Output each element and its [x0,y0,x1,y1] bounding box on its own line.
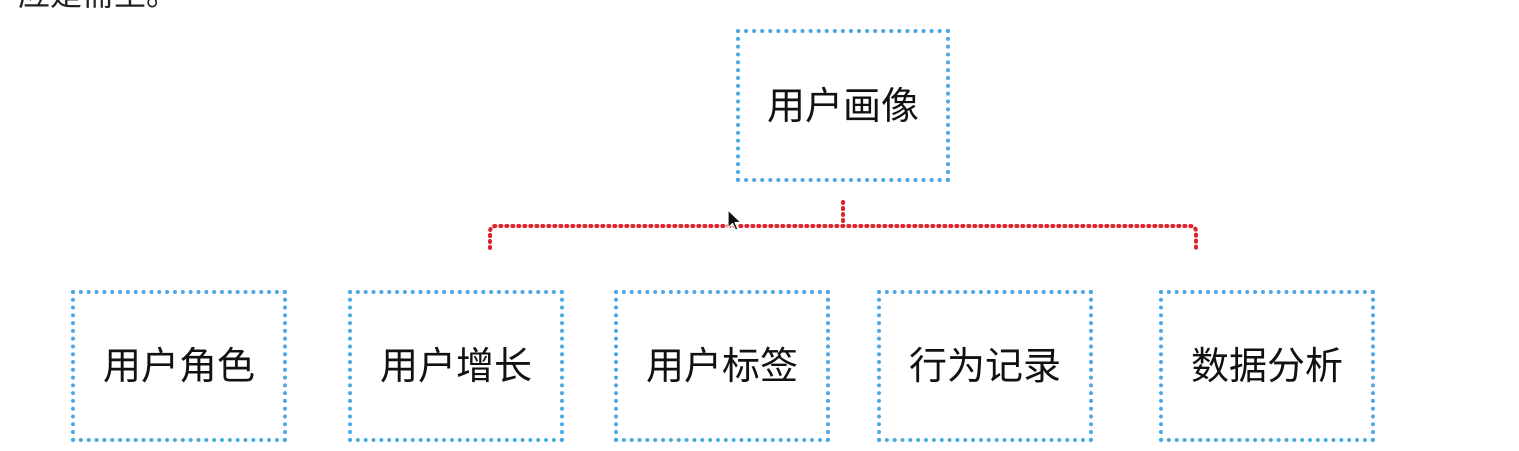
child-node-user-tags: 用户标签 [614,290,830,442]
child-node-label: 行为记录 [908,344,1061,388]
connector-bar [488,224,1198,250]
root-node-label: 用户画像 [766,83,919,128]
child-node-behavior-records: 行为记录 [877,290,1093,442]
child-node-user-role: 用户角色 [71,290,287,442]
child-node-label: 用户标签 [645,344,798,388]
child-node-data-analysis: 数据分析 [1159,290,1375,442]
child-node-user-growth: 用户增长 [348,290,564,442]
root-node-user-profile: 用户画像 [736,29,950,182]
child-node-label: 用户角色 [102,344,255,388]
child-node-label: 用户增长 [379,344,532,388]
cropped-top-text: 应是需至。 [18,0,178,10]
mouse-pointer-icon [727,209,742,231]
child-node-label: 数据分析 [1190,344,1343,388]
